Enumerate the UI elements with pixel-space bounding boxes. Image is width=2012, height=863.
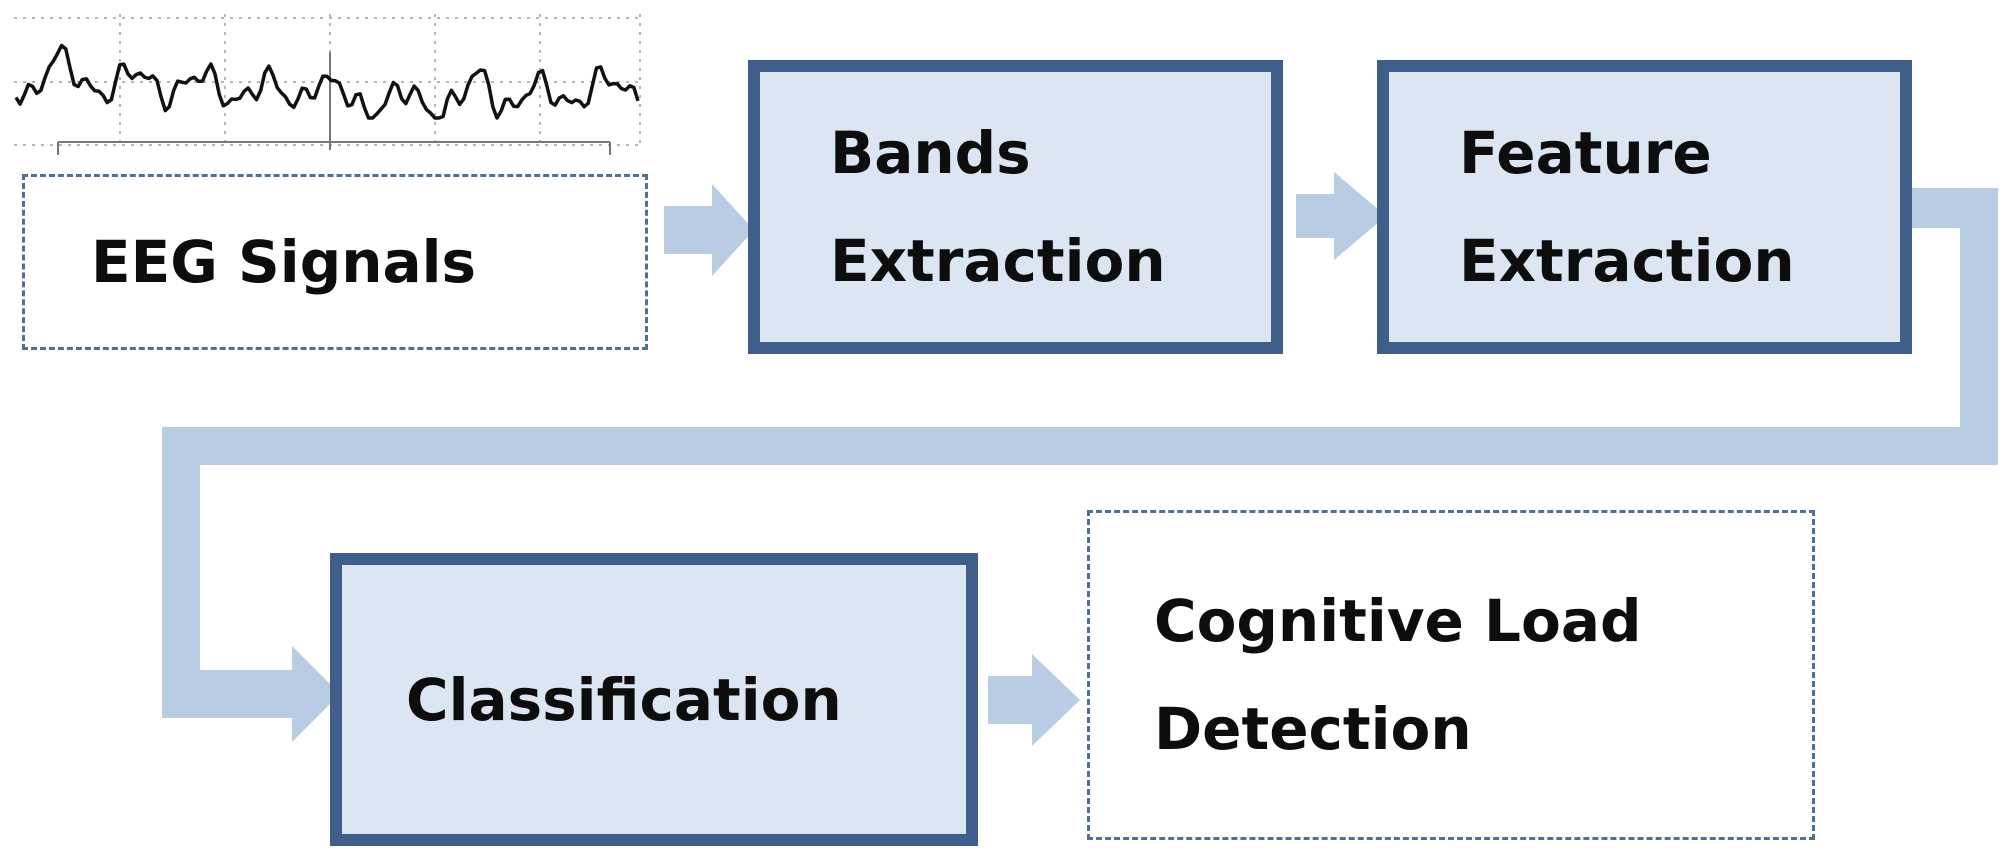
arrow-feature-to-classification [162, 188, 1998, 742]
eeg-signals-label: EEG Signals [91, 228, 477, 296]
arrow-classification-to-detection [988, 654, 1080, 746]
cognitive-load-detection-label-line-2: Detection [1154, 695, 1472, 763]
feature-extraction-box: Feature Extraction [1377, 60, 1912, 354]
feature-extraction-label-line-1: Feature [1459, 119, 1712, 187]
cognitive-load-detection-label-line-1: Cognitive Load [1154, 587, 1642, 655]
bands-extraction-box: Bands Extraction [748, 60, 1283, 354]
feature-extraction-label-line-2: Extraction [1459, 227, 1795, 295]
arrow-bands-to-feature [1296, 172, 1386, 260]
eeg-trace [14, 43, 640, 120]
bands-extraction-label-line-1: Bands [830, 119, 1031, 187]
classification-label: Classification [406, 665, 842, 734]
waveform-scale [57, 52, 611, 155]
cognitive-load-detection-box: Cognitive Load Detection [1087, 510, 1815, 840]
arrow-eeg-to-bands [664, 184, 754, 276]
eeg-signals-box: EEG Signals [22, 174, 648, 350]
classification-box: Classification [330, 553, 978, 846]
eeg-waveform-icon [14, 14, 641, 155]
bands-extraction-label-line-2: Extraction [830, 227, 1166, 295]
